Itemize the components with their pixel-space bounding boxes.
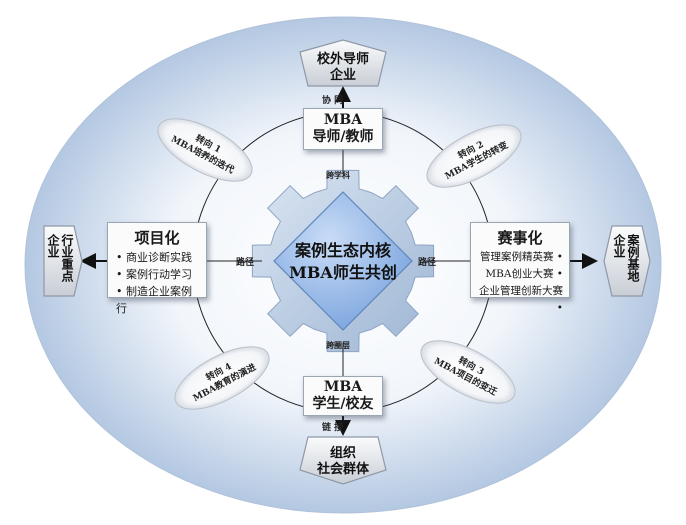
- pentagon-left: [43, 225, 83, 297]
- core-line-2: MBA师生共创: [289, 263, 397, 282]
- pentagon-right-col-1: 案例基地: [626, 234, 640, 282]
- student-box: MBA 学生/校友: [303, 376, 383, 416]
- project-box-list: • 商业诊断实践 • 案例行动学习 • 制造企业案例行: [116, 249, 198, 317]
- competition-item: 管理案例精英赛 •: [479, 251, 563, 263]
- competition-box-list: 管理案例精英赛 • MBA创业大赛 • 企业管理创新大赛 •: [477, 249, 563, 317]
- pentagon-bottom-line-2: 社会群体: [316, 462, 369, 477]
- project-item: • 制造企业案例行: [116, 285, 192, 315]
- petal-1: [157, 118, 253, 182]
- gear-label-top: 跨学科: [326, 170, 350, 180]
- pentagon-left-col-2: 企业: [46, 234, 60, 258]
- mentor-box-line-2: 导师/教师: [312, 129, 374, 145]
- core-line-1: 案例生态内核: [294, 241, 391, 260]
- pentagon-bottom-text: 组织 社会群体: [305, 446, 381, 478]
- core-diamond: [273, 191, 413, 331]
- pentagon-top: [299, 39, 387, 87]
- pentagon-left-text: 行业重点企业: [46, 234, 74, 292]
- pentagon-bottom: [299, 436, 387, 485]
- pentagon-left-col-1: 行业重点: [60, 234, 74, 282]
- pentagon-top-text: 校外导师 企业: [305, 52, 381, 84]
- petal-4: [174, 346, 270, 410]
- competition-box-title: 赛事化: [497, 229, 543, 247]
- connector-label-bottom: 链 接: [322, 423, 344, 433]
- gear-label-bottom: 跨圈层: [326, 340, 350, 350]
- student-box-line-1: MBA: [323, 379, 363, 395]
- pentagon-right-col-2: 企业: [612, 234, 626, 258]
- mentor-box-line-1: MBA: [323, 112, 363, 128]
- pentagon-top-line-2: 企业: [329, 68, 356, 83]
- competition-box: 赛事化 管理案例精英赛 • MBA创业大赛 • 企业管理创新大赛 •: [470, 222, 570, 314]
- petal-2: [426, 124, 522, 188]
- student-box-line-2: 学生/校友: [312, 396, 374, 412]
- mentor-box: MBA 导师/教师: [303, 108, 383, 150]
- pentagon-bottom-line-1: 组织: [329, 446, 356, 461]
- project-box-title: 项目化: [134, 229, 180, 247]
- pentagon-right: [603, 225, 651, 297]
- pentagon-top-line-1: 校外导师: [316, 52, 369, 67]
- project-item: • 案例行动学习: [116, 268, 192, 281]
- gear-label-right: 路径: [418, 258, 437, 268]
- competition-item: 企业管理创新大赛 •: [479, 285, 563, 314]
- project-item: • 商业诊断实践: [116, 251, 192, 264]
- core-text: 案例生态内核 MBA师生共创: [283, 240, 403, 284]
- gear-label-left: 路径: [236, 258, 255, 268]
- petal-3: [420, 340, 516, 404]
- competition-item: MBA创业大赛 •: [485, 268, 563, 280]
- pentagon-right-text: 案例基地企业: [612, 234, 640, 292]
- connector-label-top: 协 同: [322, 96, 344, 106]
- project-box: 项目化 • 商业诊断实践 • 案例行动学习 • 制造企业案例行: [107, 222, 207, 315]
